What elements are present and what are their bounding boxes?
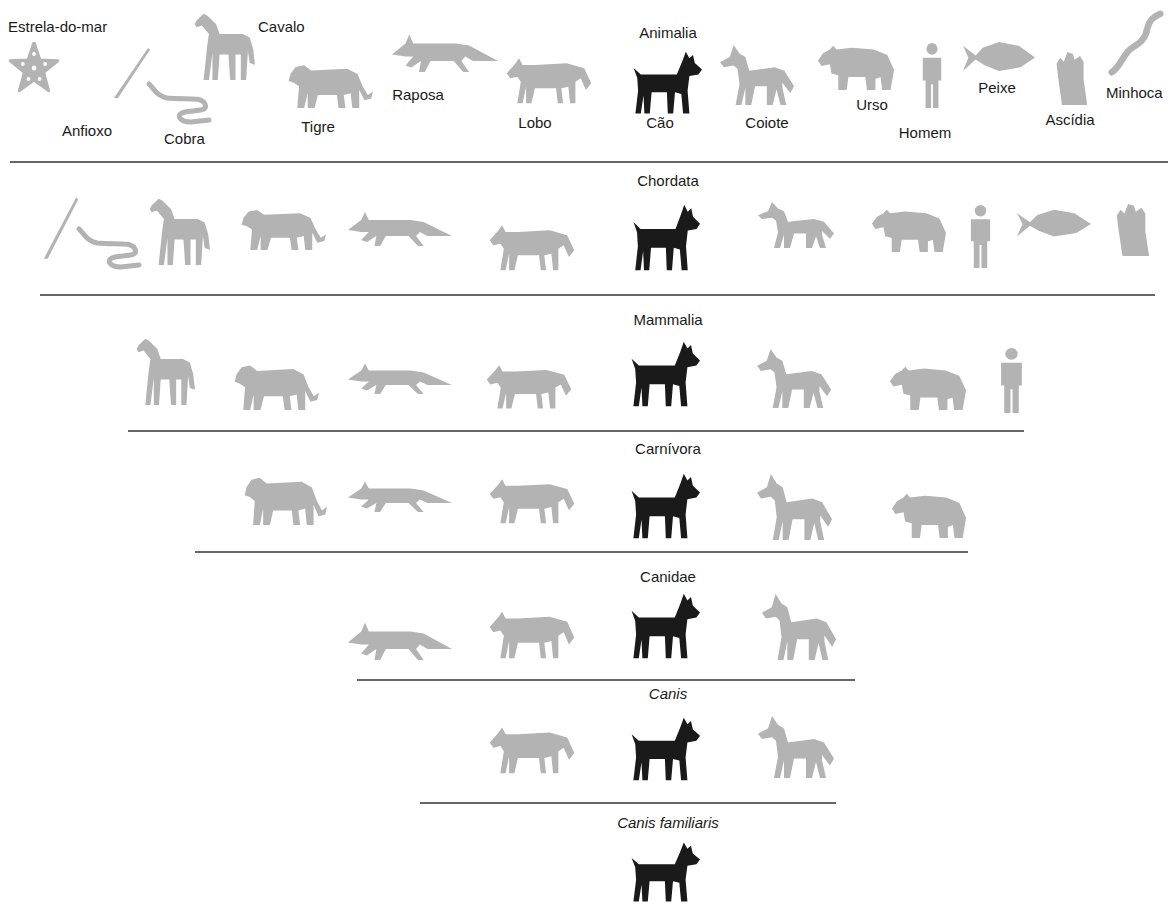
animal-name: Minhoca bbox=[1106, 84, 1163, 102]
silhouettes bbox=[10, 14, 1160, 902]
taxon-name: Canis bbox=[649, 685, 687, 703]
animal-name: Raposa bbox=[392, 86, 444, 104]
animal-name: Peixe bbox=[978, 79, 1016, 97]
group-rules bbox=[10, 162, 1168, 803]
animal-name: Anfioxo bbox=[62, 122, 112, 140]
taxon-name: Chordata bbox=[637, 172, 699, 190]
animal-name: Urso bbox=[856, 96, 888, 114]
animal-name: Ascídia bbox=[1045, 111, 1094, 129]
animal-name: Tigre bbox=[301, 118, 335, 136]
animal-name: Cão bbox=[646, 114, 674, 132]
taxon-name: Canis familiaris bbox=[617, 814, 719, 832]
taxon-name: Animalia bbox=[639, 24, 697, 42]
taxon-name: Canidae bbox=[640, 568, 696, 586]
taxon-name: Mammalia bbox=[633, 311, 702, 329]
taxon-name: Carnívora bbox=[635, 440, 701, 458]
animal-name: Estrela-do-mar bbox=[8, 18, 107, 36]
animal-name: Cavalo bbox=[258, 18, 305, 36]
animal-name: Cobra bbox=[164, 130, 205, 148]
animal-name: Coiote bbox=[745, 114, 788, 132]
animal-name: Homem bbox=[899, 124, 952, 142]
animal-name: Lobo bbox=[518, 114, 551, 132]
